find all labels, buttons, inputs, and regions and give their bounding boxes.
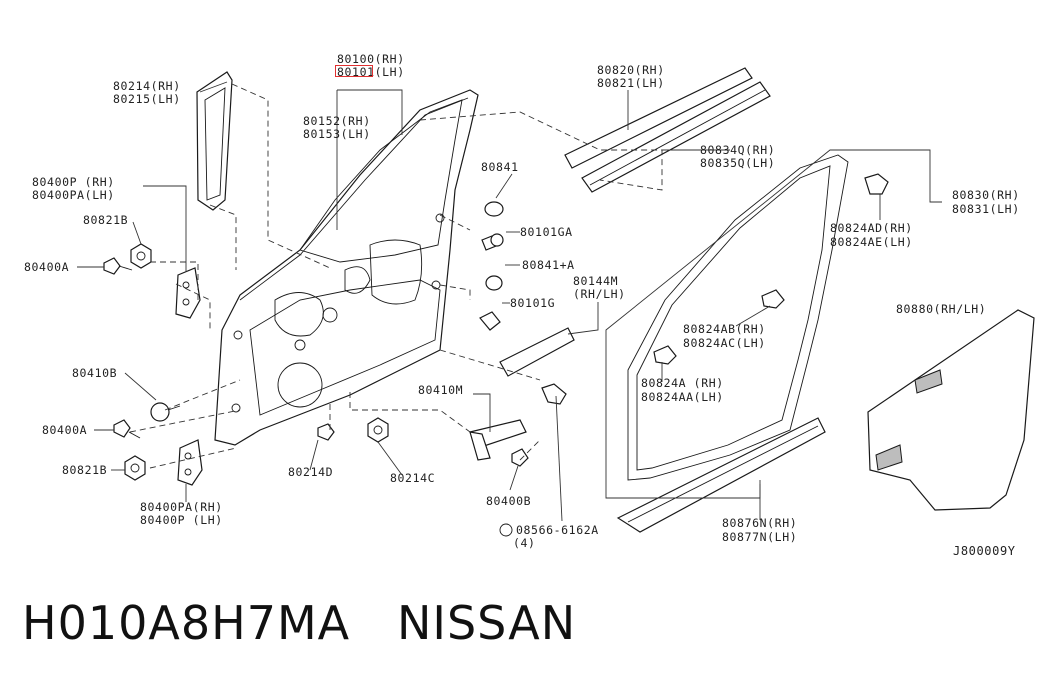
screw-symbol: [499, 523, 513, 537]
sealing-screen-part: [867, 309, 1035, 511]
label-80152: 80152(RH): [303, 114, 371, 128]
label-80830: 80830(RH): [952, 188, 1020, 202]
label-80144m: 80144M: [573, 274, 618, 288]
seal-clips: [541, 173, 889, 405]
label-80101-code: 80101: [337, 65, 375, 79]
label-80400a-upper: 80400A: [24, 260, 69, 274]
label-80824ae: 80824AE(LH): [830, 235, 913, 249]
label-80400pa-lower: 80400PA(RH): [140, 500, 223, 514]
highlight-box: [335, 65, 373, 77]
part-number-caption: H010A8H7MA NISSAN: [22, 596, 577, 650]
label-80400p-upper: 80400P (RH): [32, 175, 115, 189]
label-80824ab: 80824AB(RH): [683, 322, 766, 336]
label-08566: 08566-6162A: [516, 523, 599, 537]
label-80824ac: 80824AC(LH): [683, 336, 766, 350]
label-80824ad: 80824AD(RH): [830, 221, 913, 235]
door-seal-part: [627, 154, 849, 481]
label-80831: 80831(LH): [952, 202, 1020, 216]
label-80101ga: 80101GA: [520, 225, 573, 239]
label-80400pa-upper: 80400PA(LH): [32, 188, 115, 202]
parts-diagram: 80100(RH) 80101(LH) 80214(RH) 80215(LH) …: [24, 52, 1035, 558]
door-shell: [214, 89, 479, 446]
label-80880: 80880(RH/LH): [896, 302, 986, 316]
label-80841: 80841: [481, 160, 519, 174]
label-80101: 80101(LH): [337, 65, 405, 79]
sash-pillar-part: [196, 71, 233, 211]
lower-hinge-part: [177, 439, 203, 486]
label-80400a-lower: 80400A: [42, 423, 87, 437]
check-link-part: [469, 419, 529, 467]
label-80824a: 80824A (RH): [641, 376, 724, 390]
outer-weatherstrip-part: [564, 67, 771, 193]
molding-part: [499, 327, 575, 377]
label-80834q: 80834Q(RH): [700, 143, 775, 157]
sill-molding-part: [616, 417, 826, 533]
label-80820: 80820(RH): [597, 63, 665, 77]
label-80821: 80821(LH): [597, 76, 665, 90]
label-80101-side: (LH): [375, 65, 405, 79]
label-80101g: 80101G: [510, 296, 555, 310]
label-80824aa: 80824AA(LH): [641, 390, 724, 404]
label-80214: 80214(RH): [113, 79, 181, 93]
label-80215: 80215(LH): [113, 92, 181, 106]
label-80410b: 80410B: [72, 366, 117, 380]
label-80410m: 80410M: [418, 383, 463, 397]
label-80214c: 80214C: [390, 471, 435, 485]
label-08566-qty: (4): [513, 536, 536, 550]
part-labels: 80100(RH) 80101(LH) 80214(RH) 80215(LH) …: [24, 52, 1020, 558]
upper-hinge-part: [175, 267, 201, 319]
fasteners-left: [103, 243, 389, 481]
label-80144m-side: (RH/LH): [573, 287, 626, 301]
label-80877n: 80877N(LH): [722, 530, 797, 544]
label-80821b-lower: 80821B: [62, 463, 107, 477]
label-80876n: 80876N(RH): [722, 516, 797, 530]
label-80841a: 80841+A: [522, 258, 575, 272]
diagram-code: J800009Y: [953, 544, 1016, 558]
label-80153: 80153(LH): [303, 127, 371, 141]
plugs: [479, 201, 504, 331]
label-80821b-upper: 80821B: [83, 213, 128, 227]
label-80100: 80100(RH): [337, 52, 405, 66]
label-80214d: 80214D: [288, 465, 333, 479]
label-80400b: 80400B: [486, 494, 531, 508]
label-80835q: 80835Q(LH): [700, 156, 775, 170]
label-80400p-lower: 80400P (LH): [140, 513, 223, 527]
leader-lines: [77, 81, 942, 522]
